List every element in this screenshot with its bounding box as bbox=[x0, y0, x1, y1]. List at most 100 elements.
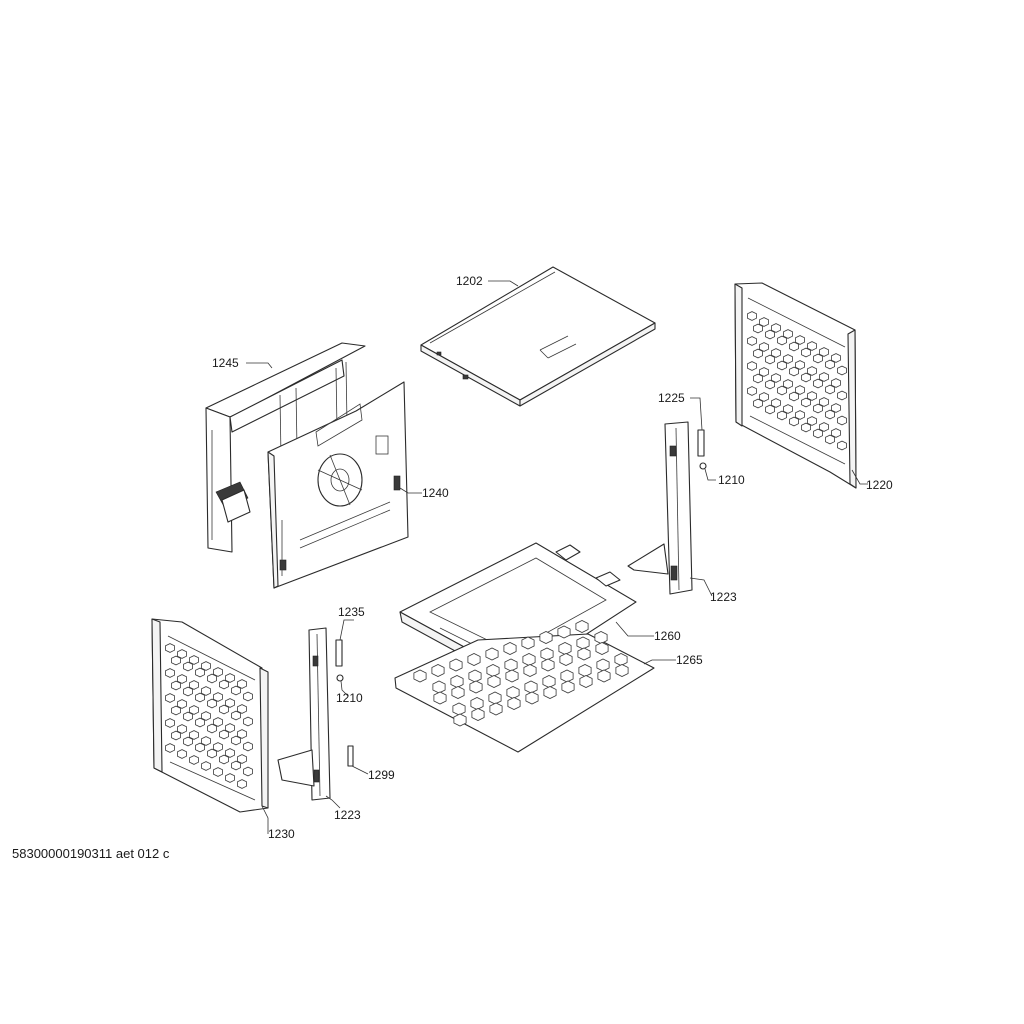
part-1202-top-cover bbox=[420, 266, 656, 407]
perforation-hole bbox=[243, 716, 253, 727]
perforation-hole bbox=[831, 353, 841, 363]
perforation-hole bbox=[825, 359, 835, 370]
perforation-hole bbox=[225, 773, 235, 783]
perforation-hole bbox=[525, 691, 539, 705]
perforation-hole bbox=[801, 372, 811, 383]
perforation-hole bbox=[753, 323, 763, 334]
perforation-hole bbox=[243, 691, 253, 702]
perforation-hole bbox=[195, 667, 205, 678]
perforation-hole bbox=[813, 403, 823, 414]
perforation-hole bbox=[807, 341, 817, 351]
perforation-hole bbox=[789, 416, 799, 427]
perforation-hole bbox=[777, 385, 787, 396]
perforation-hole bbox=[231, 710, 241, 721]
perforation-hole bbox=[837, 415, 847, 426]
perforation-hole bbox=[177, 749, 187, 759]
perforation-hole bbox=[759, 317, 769, 327]
perforation-hole bbox=[183, 711, 193, 722]
perforation-hole bbox=[819, 397, 829, 407]
perforation-hole bbox=[177, 699, 187, 709]
perforation-hole bbox=[451, 686, 465, 699]
perforation-hole bbox=[237, 704, 247, 714]
perforation-hole bbox=[777, 410, 787, 421]
callout-labels: 1202 1245 1240 1225 1210 1220 1223 1260 … bbox=[212, 274, 893, 841]
label-1210-right: 1210 bbox=[718, 473, 745, 487]
part-1223-right-rail bbox=[627, 421, 693, 595]
perforation-hole bbox=[594, 631, 608, 644]
perforation-hole bbox=[795, 410, 805, 420]
perforation-hole bbox=[771, 348, 781, 358]
perforation-hole bbox=[165, 693, 175, 703]
perforation-hole bbox=[801, 347, 811, 358]
perforation-hole bbox=[201, 686, 211, 696]
perforation-hole bbox=[813, 378, 823, 389]
perforation-hole bbox=[807, 391, 817, 401]
perforation-hole bbox=[795, 385, 805, 395]
perforation-hole bbox=[488, 691, 502, 705]
perforation-hole bbox=[753, 348, 763, 359]
perforation-hole bbox=[765, 354, 775, 365]
perforation-hole bbox=[189, 730, 199, 740]
perforation-hole bbox=[177, 649, 187, 659]
perforation-hole bbox=[577, 647, 591, 661]
perforation-hole bbox=[201, 736, 211, 746]
perforation-hole bbox=[825, 434, 835, 445]
perforation-hole bbox=[213, 767, 223, 777]
label-1202: 1202 bbox=[456, 274, 483, 288]
perforation-hole bbox=[171, 730, 181, 741]
perforation-hole bbox=[540, 647, 554, 661]
perforation-hole bbox=[521, 636, 535, 650]
perforation-hole bbox=[777, 335, 787, 346]
label-1299: 1299 bbox=[368, 768, 395, 782]
drawing-reference-number: 58300000190311 aet 012 c bbox=[12, 846, 170, 861]
perforation-hole bbox=[213, 717, 223, 727]
perforation-hole bbox=[801, 397, 811, 408]
perforation-hole bbox=[747, 361, 757, 371]
part-1225-clip bbox=[697, 429, 705, 457]
perforation-hole bbox=[576, 636, 590, 650]
perforation-hole bbox=[237, 779, 247, 789]
perforation-hole bbox=[225, 673, 235, 683]
perforation-hole bbox=[195, 692, 205, 703]
perforation-hole bbox=[614, 653, 628, 666]
perforation-hole bbox=[219, 754, 229, 765]
perforation-hole bbox=[231, 735, 241, 746]
perforation-hole bbox=[225, 748, 235, 758]
perforation-hole bbox=[541, 658, 555, 672]
perforation-hole bbox=[237, 679, 247, 689]
perforation-hole bbox=[813, 353, 823, 364]
leader-lines bbox=[246, 280, 868, 834]
perforation-hole bbox=[219, 679, 229, 690]
perforation-hole bbox=[470, 697, 484, 710]
perforation-hole bbox=[183, 661, 193, 672]
perforation-hole bbox=[189, 705, 199, 715]
perforation-hole bbox=[789, 341, 799, 352]
perforation-hole bbox=[825, 409, 835, 420]
perforation-hole bbox=[189, 755, 199, 765]
perforation-hole bbox=[771, 373, 781, 383]
perforation-hole bbox=[183, 686, 193, 697]
perforation-hole bbox=[783, 379, 793, 389]
perforation-hole bbox=[195, 742, 205, 753]
perforation-hole bbox=[837, 365, 847, 376]
perforation-hole bbox=[485, 647, 499, 661]
label-1223-right: 1223 bbox=[710, 590, 737, 604]
label-1245: 1245 bbox=[212, 356, 239, 370]
perforation-hole bbox=[201, 711, 211, 721]
perforation-hole bbox=[557, 625, 571, 639]
label-1210-left: 1210 bbox=[336, 691, 363, 705]
perforation-hole bbox=[507, 697, 521, 710]
perforation-hole bbox=[819, 422, 829, 432]
perforation-hole bbox=[753, 398, 763, 409]
perforation-hole bbox=[219, 729, 229, 740]
perforation-hole bbox=[819, 372, 829, 382]
perforation-hole bbox=[207, 723, 217, 734]
perforation-hole bbox=[542, 675, 556, 688]
perforation-hole bbox=[789, 366, 799, 377]
part-1235-clip bbox=[335, 639, 343, 667]
perforation-hole bbox=[558, 642, 572, 655]
perforation-hole bbox=[505, 669, 519, 683]
part-1220-right-side-panel bbox=[734, 282, 857, 489]
perforation-hole bbox=[243, 766, 253, 777]
perforation-hole bbox=[596, 658, 610, 672]
